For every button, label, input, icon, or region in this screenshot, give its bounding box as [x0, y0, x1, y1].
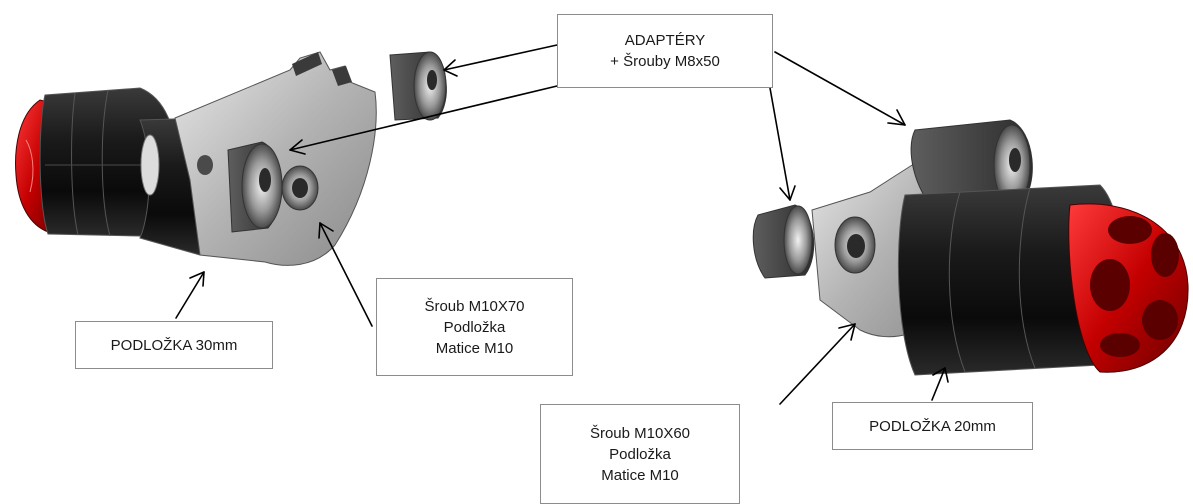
callout-podlozka-30mm: PODLOŽKA 30mm — [75, 321, 273, 369]
arrow-adaptery-to-right-left — [769, 87, 796, 201]
callout-sroub-m10x70: Šroub M10X70 Podložka Matice M10 — [376, 278, 573, 376]
arrow-adaptery-to-left-bracket — [289, 85, 558, 155]
callout-podlozka-20mm: PODLOŽKA 20mm — [832, 402, 1033, 450]
callout-sroub-m10x60-line2: Podložka — [609, 445, 671, 463]
right-frame-slider — [752, 119, 1189, 376]
callout-sroub-m10x60-line1: Šroub M10X60 — [589, 424, 691, 442]
callout-adaptery-line1: ADAPTÉRY — [624, 32, 706, 49]
callout-sroub-m10x60-line3: Matice M10 — [601, 466, 679, 484]
callout-adaptery: ADAPTÉRY + Šrouby M8x50 — [557, 14, 773, 88]
callout-podlozka-30mm-text: PODLOŽKA 30mm — [110, 336, 238, 354]
arrow-adaptery-to-right-upper — [774, 51, 906, 126]
arrow-podlozka20-to-spacer — [931, 367, 949, 401]
callout-sroub-m10x70-line1: Šroub M10X70 — [424, 297, 525, 315]
arrow-sroub70-to-bracket — [318, 222, 373, 327]
arrow-adaptery-to-left-floating — [443, 44, 558, 77]
callout-sroub-m10x70-line2: Podložka — [443, 318, 506, 336]
callout-sroub-m10x60: Šroub M10X60 Podložka Matice M10 — [540, 404, 740, 504]
arrows — [175, 44, 949, 405]
left-frame-slider — [15, 51, 447, 266]
arrow-podlozka30-to-spacer — [175, 271, 205, 319]
arrow-sroub60-to-bracket — [779, 323, 856, 405]
callout-podlozka-20mm-text: PODLOŽKA 20mm — [869, 417, 996, 435]
callout-adaptery-line2: + Šrouby M8x50 — [610, 53, 720, 70]
callout-sroub-m10x70-line3: Matice M10 — [435, 339, 514, 357]
